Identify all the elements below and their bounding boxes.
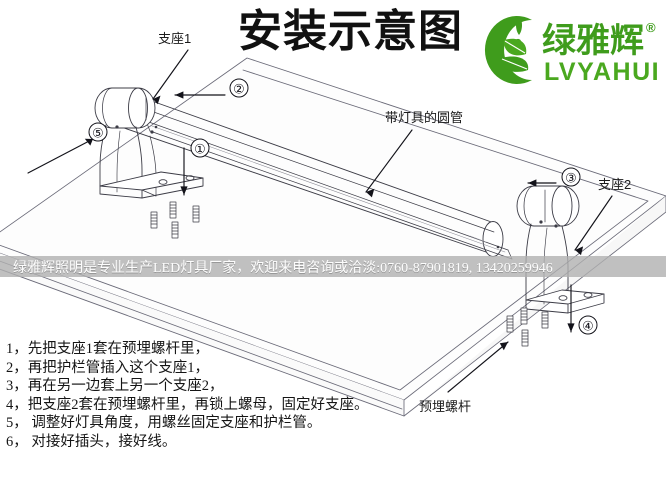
label-embedded-rod: 预埋螺杆	[419, 399, 472, 414]
callout-3-glyph: ③	[565, 171, 577, 186]
instruction-step: 3，再在另一边套上另一个支座2，	[6, 378, 224, 395]
bracket-1	[94, 87, 204, 199]
logo-chinese-name: 绿雅辉	[542, 22, 644, 60]
bracket-2	[516, 185, 605, 314]
label-bracket-2: 支座2	[598, 177, 632, 192]
leaf-logo-icon	[484, 15, 532, 85]
instruction-step: 2，再把护栏管插入这个支座1，	[6, 359, 209, 376]
callout-5-glyph: ⑤	[92, 126, 104, 141]
callout-1-glyph: ①	[194, 142, 206, 157]
callout-2-glyph: ②	[233, 82, 245, 97]
registered-trademark-icon: ®	[646, 20, 656, 35]
brand-logo: 绿雅辉 ® LVYAHUI	[470, 8, 666, 96]
callout-badges	[88, 78, 598, 335]
instruction-step: 1，先把支座1套在预埋螺杆里，	[6, 341, 209, 357]
logo-english-name: LVYAHUI	[544, 58, 661, 86]
watermark-banner: 绿雅辉照明是专业生产LED灯具厂家，欢迎来电咨询或洽淡:0760-8790181…	[0, 256, 666, 277]
instruction-list: 1，先把支座1套在预埋螺杆里， 2，再把护栏管插入这个支座1， 3，再在另一边套…	[6, 340, 426, 452]
leader-arrows	[27, 49, 613, 393]
page-title: 安装示意图	[238, 7, 463, 56]
instruction-step: 6， 对接好插头，接好线。	[6, 433, 177, 450]
screw-cluster-right	[506, 307, 549, 347]
watermark-text: 绿雅辉照明是专业生产LED灯具厂家，欢迎来电咨询或洽淡:0760-8790181…	[13, 260, 553, 276]
label-bracket-1: 支座1	[158, 31, 192, 46]
platform-slab	[0, 57, 666, 417]
instruction-step: 5， 调整好灯具角度，用螺丝固定支座和护栏管。	[6, 415, 322, 432]
label-light-tube: 带灯具的圆管	[385, 110, 464, 125]
callout-4-glyph: ④	[582, 319, 594, 334]
screw-cluster-left	[150, 201, 200, 239]
instruction-step: 4，把支座2套在预埋螺杆里，再锁上螺母，固定好支座。	[6, 396, 369, 413]
